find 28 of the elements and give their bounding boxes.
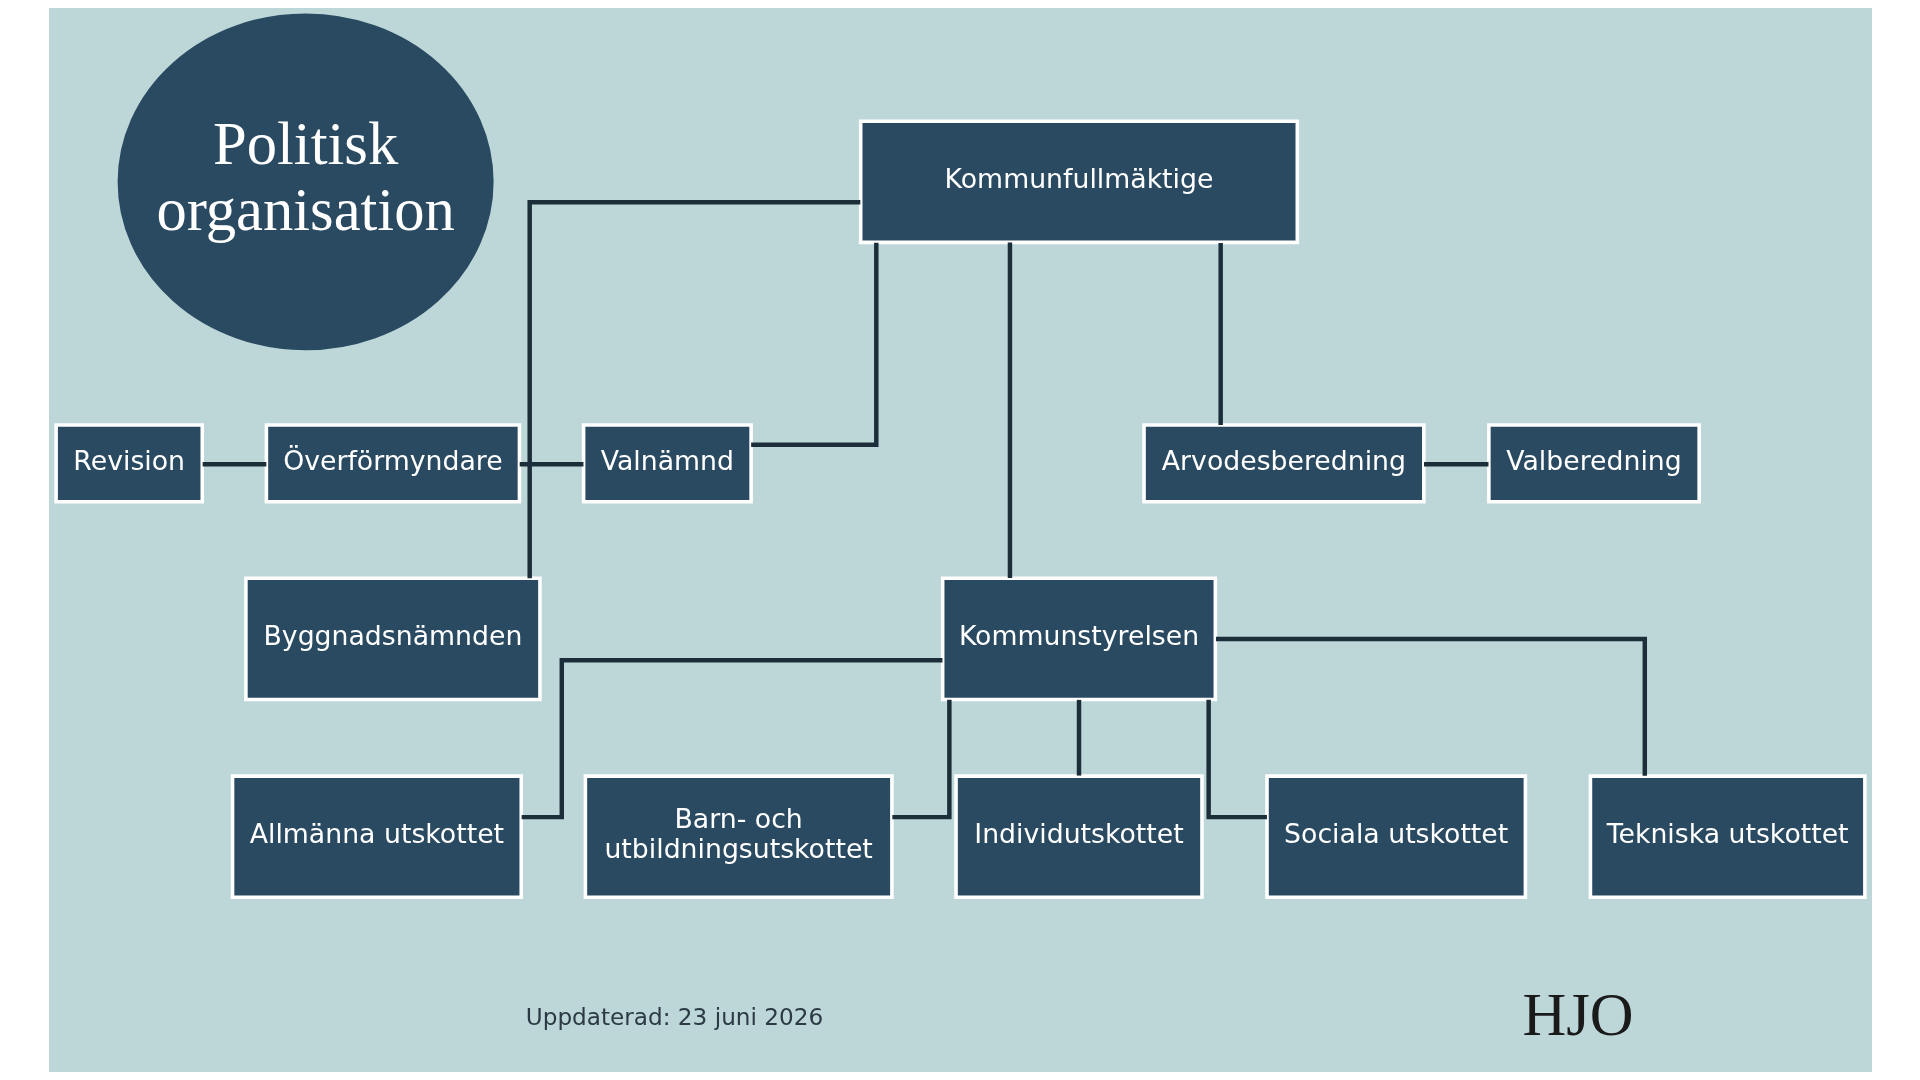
node-box: Överförmyndare (264, 423, 521, 504)
node-box: Valnämnd (581, 423, 753, 504)
node-box: Arvodesberedning (1141, 423, 1426, 504)
node-box: Kommunstyrelsen (940, 576, 1217, 702)
connector (1205, 699, 1267, 820)
connector (1423, 462, 1488, 467)
node-box: Tekniska utskottet (1588, 774, 1867, 900)
node-box: Sociala utskottet (1264, 774, 1527, 900)
connector (202, 462, 266, 467)
connector (1217, 242, 1223, 425)
connector (526, 200, 860, 579)
connector (519, 462, 583, 467)
connector (1007, 242, 1012, 578)
connector (1215, 636, 1647, 776)
connector (891, 699, 952, 820)
node-box: Byggnadsnämnden (243, 576, 542, 702)
connector (1076, 699, 1081, 776)
connector (521, 658, 942, 820)
node-box: Valberedning (1486, 423, 1701, 504)
node-box: Individutskottet (953, 774, 1204, 900)
node-box: Revision (53, 423, 204, 504)
label: Uppdaterad: 23 juni 2026 (525, 1004, 823, 1031)
node-box: Allmänna utskottet (230, 774, 523, 900)
connector (750, 242, 879, 447)
node-ellipse: Politisk organisation (117, 13, 494, 351)
label: HJO (1521, 980, 1634, 1048)
node-box: Kommunfullmäktige (858, 119, 1299, 245)
node-box: Barn- och utbildningsutskottet (583, 774, 894, 900)
